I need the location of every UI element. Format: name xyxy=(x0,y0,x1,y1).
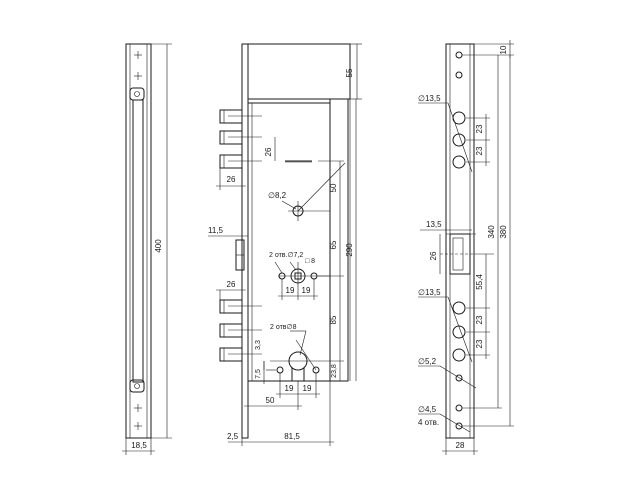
dim-85: 85 xyxy=(329,315,338,324)
strike-plate-outline xyxy=(445,43,475,439)
dim-81-5: 81,5 xyxy=(284,432,300,441)
dim-340: 340 xyxy=(487,225,496,239)
dim-19-c: 19 xyxy=(285,384,294,393)
bolt-hole-lower-2 xyxy=(452,325,466,339)
screw-hole-top-2 xyxy=(455,71,463,79)
dim-dia-13-5-lower: ∅13,5 xyxy=(418,288,441,297)
dim-19-d: 19 xyxy=(303,384,312,393)
bolt-hole-upper-2 xyxy=(452,133,466,147)
left-view-faceplate: 400 18,5 xyxy=(122,43,172,455)
faceplate-outline xyxy=(125,43,152,439)
dim-26-left-upper: 26 xyxy=(227,175,236,184)
crosshair-mark-top-1 xyxy=(134,51,142,59)
bolt-hole-lower-3 xyxy=(452,348,466,362)
dim-dia-13-5-upper: ∅13,5 xyxy=(418,94,441,103)
dim-380: 380 xyxy=(499,225,508,239)
holes-8-label: 2 отв∅8 xyxy=(270,324,297,331)
dim-50: 50 xyxy=(329,183,338,192)
middle-faceplate xyxy=(241,43,249,439)
dim-50-bottom: 50 xyxy=(266,396,275,405)
holes-4-label: 4 отв. xyxy=(418,418,439,427)
upper-bolts xyxy=(219,109,262,169)
dim-290: 290 xyxy=(345,243,354,257)
dim-19-b: 19 xyxy=(302,286,311,295)
dim-dia-8-2: ∅8,2 xyxy=(268,191,287,200)
screw-hole-top-1 xyxy=(455,51,463,59)
bolt-hole-upper-3 xyxy=(452,155,466,169)
dim-10: 10 xyxy=(499,45,508,54)
dim-13-5: 13,5 xyxy=(426,220,442,229)
bolt-hole-lower-1 xyxy=(452,301,466,315)
lower-bolts xyxy=(219,299,262,362)
width-dim-label: 18,5 xyxy=(131,441,147,450)
bottom-slot xyxy=(129,379,145,393)
crosshair-mark-bottom-2 xyxy=(134,422,142,430)
dim-11-5: 11,5 xyxy=(208,226,224,235)
dim-23-8: 23,8 xyxy=(331,364,338,378)
holes-7-2-label: 2 отв.∅7,2 xyxy=(269,252,303,259)
cylinder-cutout xyxy=(288,351,308,381)
dim-19-a: 19 xyxy=(286,286,295,295)
dim-26-top: 26 xyxy=(264,147,273,156)
middle-view-lock-body: 55 26 26 50 ∅8,2 11,5 290 2 отв.∅7,2 □ 8 xyxy=(208,43,362,446)
dim-dia-4-5: ∅4,5 xyxy=(418,405,437,414)
dim-26-left-lower: 26 xyxy=(227,280,236,289)
hole-5-2 xyxy=(455,374,463,382)
center-slot xyxy=(132,99,144,383)
right-view-strike-plate: 10 ∅13,5 23 23 13,5 26 340 380 55,4 xyxy=(418,40,514,455)
dim-26-right: 26 xyxy=(429,251,438,260)
square-8-label: □ 8 xyxy=(305,258,315,265)
dim-23-c: 23 xyxy=(475,315,484,324)
dim-28: 28 xyxy=(456,441,465,450)
dim-3-3: 3,3 xyxy=(255,340,262,350)
screw-hole-bottom-1 xyxy=(455,404,463,412)
dim-23-d: 23 xyxy=(475,339,484,348)
dim-2-5: 2,5 xyxy=(227,432,239,441)
top-slot xyxy=(129,87,145,101)
crosshair-mark-top-2 xyxy=(134,72,142,80)
crosshair-mark-bottom-1 xyxy=(134,404,142,412)
cyl-screw-left xyxy=(276,366,284,374)
dim-23-b: 23 xyxy=(475,146,484,155)
dim-55: 55 xyxy=(345,68,354,77)
dim-65: 65 xyxy=(329,240,338,249)
dim-23-a: 23 xyxy=(475,124,484,133)
dim-7-5: 7,5 xyxy=(255,369,262,379)
height-dim-label: 400 xyxy=(154,239,163,253)
dim-55-4: 55,4 xyxy=(475,274,484,290)
lock-case xyxy=(247,98,331,382)
dim-dia-5-2: ∅5,2 xyxy=(418,357,437,366)
